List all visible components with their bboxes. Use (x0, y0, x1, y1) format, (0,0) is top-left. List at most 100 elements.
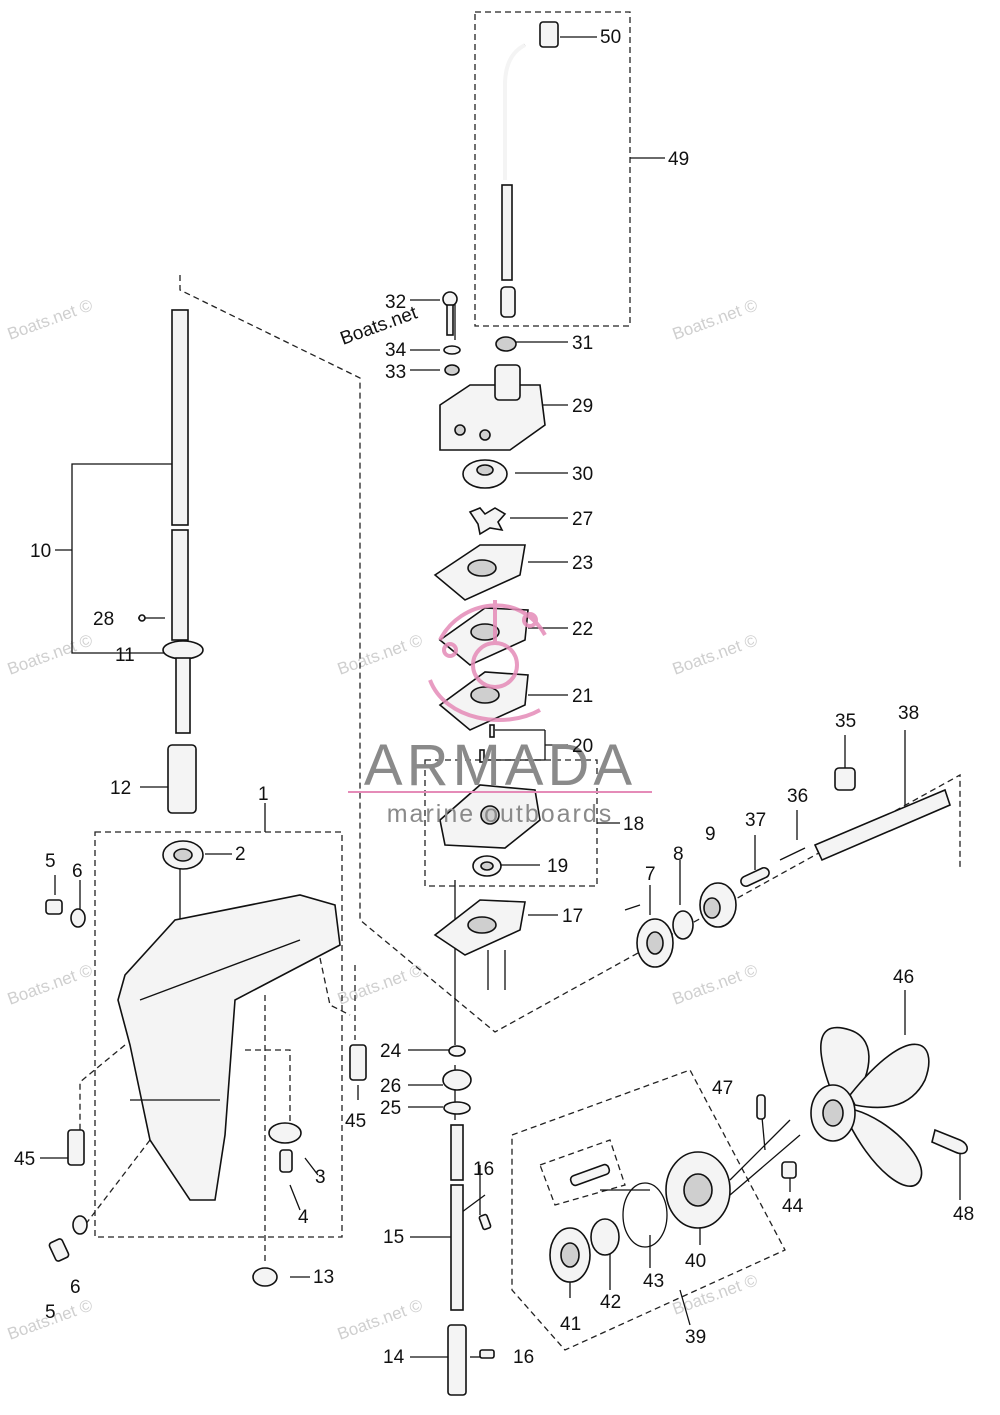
callout-7: 7 (645, 864, 656, 885)
callout-43: 43 (643, 1271, 664, 1292)
gasket-hole (467, 559, 497, 577)
bolt-guide-left (79, 1044, 126, 1130)
part-20-pin (489, 724, 495, 738)
parts (45, 21, 968, 1396)
callout-8: 8 (673, 844, 684, 865)
part-35-clip (834, 767, 856, 791)
callout-33: 33 (385, 362, 406, 383)
callout-5: 5 (45, 1302, 56, 1323)
callout-4: 4 (298, 1207, 309, 1228)
hub-bore (822, 1099, 844, 1127)
leader-lines (40, 36, 961, 1358)
part-28-pin (138, 614, 146, 622)
watermark: Boats.net © (5, 295, 96, 343)
part-15-shift-rod-lower (450, 1184, 464, 1311)
callout-24: 24 (380, 1041, 402, 1062)
callout-50: 50 (600, 27, 621, 48)
callout-labels: 1 2 3 4 5 6 7 8 9 10 11 12 13 14 15 16 1… (14, 27, 974, 1368)
callout-23: 23 (572, 553, 593, 574)
guide-6b (84, 1139, 151, 1226)
callout-3: 3 (315, 1167, 326, 1188)
callout-28: 28 (93, 609, 114, 630)
part-10-drive-shaft-lower (171, 529, 189, 641)
anchor-icon (428, 600, 547, 722)
part-32-bolt (442, 291, 458, 307)
housing-hole (454, 424, 466, 436)
callout-39: 39 (685, 1327, 706, 1348)
gasket-hole (467, 916, 497, 934)
part-46-propeller-blade (843, 1109, 923, 1187)
group-box-pin (539, 1139, 626, 1206)
group-box-1 (94, 831, 343, 1238)
callout-11: 11 (115, 645, 135, 666)
part-6-washer (70, 908, 86, 928)
watermark: Boats.net © (335, 630, 426, 678)
part-25-oring (443, 1101, 471, 1115)
gasket-hole (470, 686, 500, 704)
group-box-49 (474, 11, 631, 327)
group-box-39 (511, 1069, 786, 1351)
callout-13: 13 (313, 1267, 334, 1288)
callout-46: 46 (893, 967, 914, 988)
bearing-bore (560, 1242, 580, 1268)
callout-21: 21 (572, 686, 593, 707)
callout-10: 10 (30, 541, 51, 562)
part-29-pump-neck (494, 364, 521, 401)
part-27-impeller (468, 507, 507, 536)
callout-1: 1 (258, 784, 269, 805)
part-42-seal (590, 1218, 620, 1256)
part-32-bolt-shank (446, 304, 454, 336)
callout-35: 35 (835, 711, 856, 732)
part-24-oring (448, 1045, 466, 1057)
callout-9: 9 (705, 824, 716, 845)
part-1-gear-case (117, 894, 341, 1201)
callout-44: 44 (782, 1196, 804, 1217)
armada-logo: ARMADA marine outboards (348, 600, 652, 828)
part-26-bush (442, 1069, 472, 1091)
seal-hole (480, 861, 494, 871)
part-4-screw (279, 1149, 293, 1173)
part-31-seal (495, 336, 517, 352)
part-10-drive-shaft-upper (171, 309, 189, 526)
bearing-bore (646, 931, 664, 955)
part-5-bolt (45, 899, 63, 915)
part-16-pin (478, 1213, 492, 1231)
part-11-bearing (162, 640, 204, 660)
guide-3 (245, 1049, 291, 1125)
callout-38: 38 (898, 703, 919, 724)
part-37-pin (740, 866, 770, 888)
watermark: Boats.net © (670, 960, 761, 1008)
part-34-washer (443, 345, 461, 355)
plate-hole (470, 623, 500, 641)
part-16-pin (479, 1349, 495, 1359)
callout-45: 45 (345, 1111, 366, 1132)
gear-bore (703, 897, 721, 919)
insert-hole (476, 464, 494, 476)
callout-34: 34 (385, 340, 407, 361)
callout-31: 31 (572, 333, 593, 354)
boats-net-marker: Boats.net (338, 302, 421, 349)
callout-17: 17 (562, 906, 583, 927)
part-14-shift-cam (447, 1324, 467, 1396)
callout-22: 22 (572, 619, 593, 640)
callout-26: 26 (380, 1076, 401, 1097)
watermark: Boats.net © (335, 1295, 426, 1343)
callout-16: 16 (473, 1159, 494, 1180)
callout-27: 27 (572, 509, 593, 530)
part-13-drain-plug (252, 1267, 278, 1287)
part-8-washer (672, 910, 694, 940)
part-12-sleeve (167, 744, 197, 814)
callout-20: 20 (572, 736, 593, 757)
logo-name: ARMADA (364, 733, 636, 798)
callout-19: 19 (547, 856, 568, 877)
watermark: Boats.net © (670, 630, 761, 678)
part-10-shaft-end (175, 657, 191, 734)
callout-18: 18 (623, 814, 644, 835)
watermark: Boats.net © (670, 1270, 761, 1318)
part-39-pin (569, 1163, 611, 1187)
callout-40: 40 (685, 1251, 706, 1272)
callout-16: 16 (513, 1347, 534, 1368)
callout-41: 41 (560, 1314, 581, 1335)
callout-6: 6 (70, 1277, 81, 1298)
part-33-washer (444, 364, 460, 376)
